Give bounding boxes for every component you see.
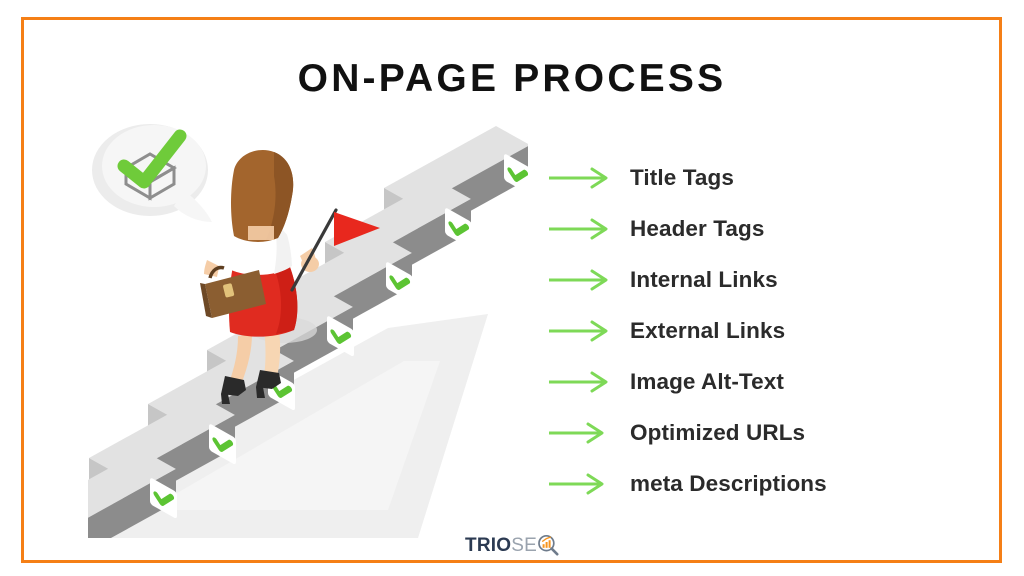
stairs-illustration bbox=[88, 118, 528, 538]
list-item[interactable]: Internal Links bbox=[548, 254, 948, 305]
logo-text-secondary: SE bbox=[511, 534, 537, 556]
briefcase bbox=[200, 265, 266, 318]
floor-shadow bbox=[94, 314, 488, 538]
logo-text-primary: TRIO bbox=[465, 534, 512, 556]
list-item-label: External Links bbox=[630, 317, 786, 343]
red-flag bbox=[334, 212, 380, 246]
list-item-label: Header Tags bbox=[630, 215, 765, 241]
list-item-label: Optimized URLs bbox=[630, 419, 806, 445]
arrow-right-icon bbox=[549, 371, 608, 392]
list-item[interactable]: meta Descriptions bbox=[548, 458, 948, 509]
list-item-label: Internal Links bbox=[630, 266, 778, 292]
list-item-label: Title Tags bbox=[630, 164, 734, 190]
businesswoman-figure bbox=[200, 150, 380, 404]
arrow-right-icon bbox=[549, 167, 608, 188]
arrow-right-icon bbox=[549, 320, 608, 341]
list-item[interactable]: Image Alt-Text bbox=[548, 356, 948, 407]
list-item[interactable]: Title Tags bbox=[548, 152, 948, 203]
list-item-label: Image Alt-Text bbox=[630, 368, 784, 394]
arrow-right-icon bbox=[549, 218, 608, 239]
trioseo-logo[interactable]: TRIO SE bbox=[0, 534, 1024, 556]
arrow-right-icon bbox=[549, 269, 608, 290]
arrow-right-icon bbox=[549, 473, 604, 494]
arrow-right-icon bbox=[549, 422, 604, 443]
speech-bubble bbox=[92, 124, 212, 222]
check-icon bbox=[117, 129, 187, 189]
page-title: ON-PAGE PROCESS bbox=[297, 57, 727, 100]
list-item[interactable]: External Links bbox=[548, 305, 948, 356]
list-item[interactable]: Optimized URLs bbox=[548, 407, 948, 458]
list-item[interactable]: Header Tags bbox=[548, 203, 948, 254]
magnifying-glass-bar-chart-icon bbox=[538, 534, 559, 556]
list-item-label: meta Descriptions bbox=[630, 470, 827, 496]
process-list: Title Tags Header Tags Internal Links Ex… bbox=[548, 152, 948, 509]
